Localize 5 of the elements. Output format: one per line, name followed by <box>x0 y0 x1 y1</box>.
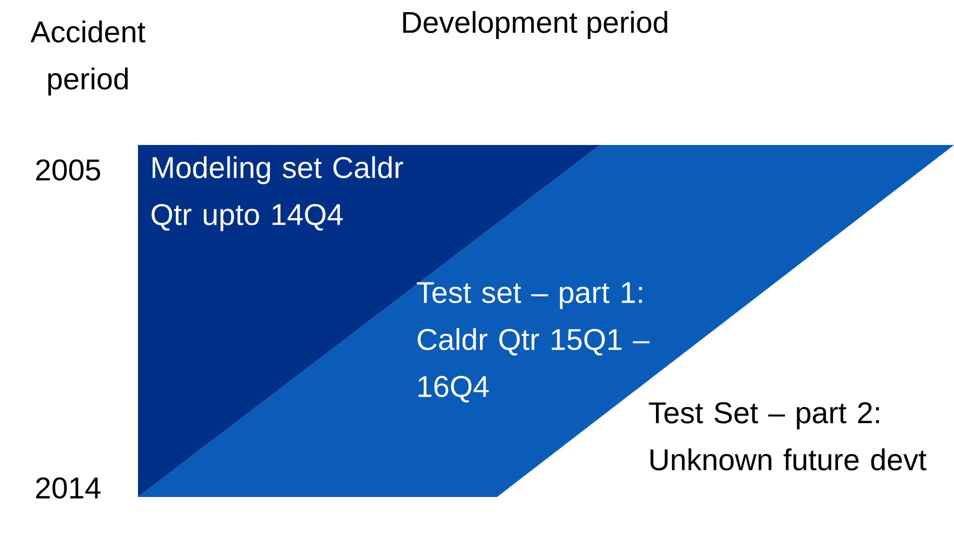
axis-title: Accident period <box>30 20 146 96</box>
region-label: Test Set – part 2: Unknown future devt <box>648 402 926 470</box>
heading: Development period <box>403 11 668 39</box>
year-label: 2014 <box>36 477 100 499</box>
year-label: 2005 <box>36 159 100 181</box>
